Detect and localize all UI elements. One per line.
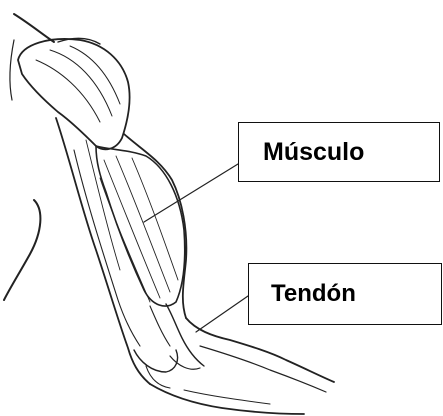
tendon-shape-2 xyxy=(150,306,170,346)
biceps-outline xyxy=(96,146,185,306)
biceps-fiber xyxy=(116,156,170,292)
deltoid-fiber xyxy=(50,50,112,116)
biceps-fiber xyxy=(132,158,178,280)
forearm-bottom xyxy=(150,384,304,414)
triceps-line xyxy=(74,150,140,346)
shoulder-top-line xyxy=(14,14,54,42)
tendon-label: Tendón xyxy=(248,263,442,325)
forearm-inner-2 xyxy=(184,390,270,404)
deltoid-fiber xyxy=(36,60,100,122)
deltoid-outline xyxy=(18,39,130,149)
tendon-label-text: Tendón xyxy=(271,280,356,308)
chest-line xyxy=(10,40,14,100)
biceps-fiber xyxy=(104,160,160,298)
torso-outline xyxy=(4,200,40,300)
muscle-label: Músculo xyxy=(238,122,440,182)
muscle-leader-line xyxy=(144,164,238,222)
elbow-bone xyxy=(134,350,178,372)
forearm-top xyxy=(186,318,334,382)
muscle-label-text: Músculo xyxy=(263,138,364,167)
tendon-leader-line xyxy=(196,296,248,332)
